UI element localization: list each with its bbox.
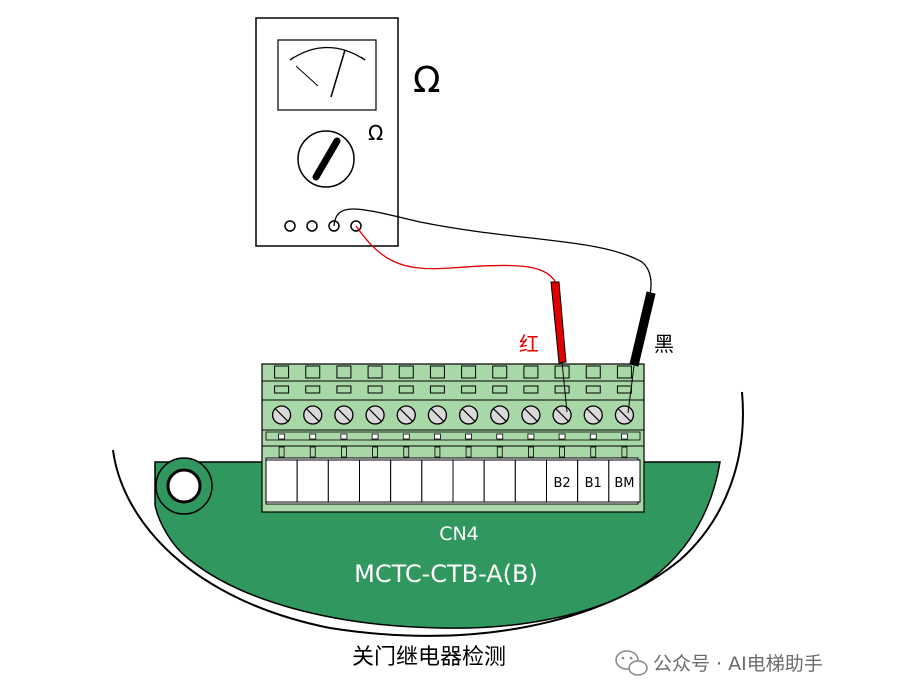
- diagram-caption: 关门继电器检测: [352, 645, 506, 670]
- terminal-label-cell: [359, 459, 392, 503]
- terminal-label: BM: [614, 476, 634, 491]
- wechat-icon: [615, 650, 648, 676]
- terminal-label-cell: [546, 459, 579, 503]
- range-knob: [297, 130, 355, 188]
- terminal-2: [296, 365, 329, 503]
- meter-display: [277, 39, 377, 111]
- terminal-screw: [521, 405, 541, 425]
- terminal-label-cell: [327, 459, 361, 503]
- terminal-block: B2 B1 BM: [261, 363, 645, 513]
- terminal-screw: [552, 405, 572, 425]
- terminal-label-cell: [577, 459, 610, 503]
- terminal-label-cell: [608, 459, 641, 503]
- mounting-hole: [155, 457, 213, 515]
- terminal-label: B1: [585, 476, 602, 491]
- terminal-9: [514, 365, 547, 503]
- terminal-screw: [303, 405, 323, 425]
- board-model-label: MCTC-CTB-A(B): [354, 560, 538, 588]
- terminal-screw: [334, 405, 354, 425]
- terminal-label: B2: [553, 476, 570, 491]
- terminal-screw: [365, 405, 385, 425]
- terminal-label-cell: [421, 459, 454, 503]
- terminal-screw: [396, 405, 416, 425]
- board-outline: [112, 391, 744, 637]
- terminal-5: [390, 365, 423, 503]
- terminal-3: [327, 365, 361, 503]
- multimeter: [255, 17, 399, 247]
- watermark-text: 公众号 · AI电梯助手: [653, 653, 823, 675]
- terminal-8: [483, 365, 516, 503]
- terminal-11: B1: [577, 365, 610, 503]
- terminal-label-cell: [390, 459, 423, 503]
- terminal-label-cell: [452, 459, 485, 503]
- terminal-screw: [427, 405, 448, 425]
- red-probe: [550, 281, 568, 413]
- terminal-label-cell: [514, 459, 547, 503]
- terminal-screw: [614, 405, 635, 425]
- terminal-screw: [271, 405, 292, 425]
- red-wire: [355, 225, 557, 284]
- terminal-screw: [490, 405, 510, 425]
- terminal-screw: [583, 405, 603, 425]
- terminal-screw: [458, 405, 479, 425]
- terminal-label-cell: [483, 459, 516, 503]
- terminal-1: [265, 365, 298, 503]
- red-probe-label: 红: [519, 332, 539, 356]
- terminal-label-cell: [296, 459, 329, 503]
- meter-needle: [330, 49, 346, 98]
- terminal-6: [421, 365, 454, 503]
- black-probe: [627, 291, 656, 414]
- black-wire: [333, 208, 652, 295]
- terminal-12: BM: [608, 365, 641, 503]
- terminal-4: [359, 365, 392, 503]
- terminal-7: [452, 365, 485, 503]
- black-probe-label: 黑: [654, 332, 674, 356]
- watermark: 公众号 · AI电梯助手: [615, 650, 823, 676]
- terminal-label-cell: [265, 459, 298, 503]
- ohm-symbol-small: Ω: [368, 121, 383, 145]
- connector-label: CN4: [439, 523, 479, 545]
- ohm-symbol-large: Ω: [413, 60, 441, 101]
